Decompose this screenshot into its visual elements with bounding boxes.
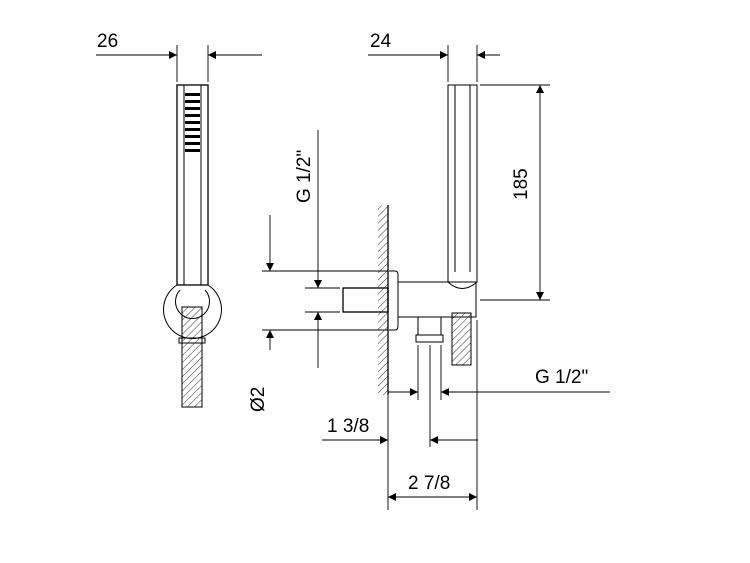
dim-label-185: 185 [511,168,532,200]
dim-label-1-3-8: 1 3/8 [327,416,369,437]
wall-section [378,205,389,395]
dim-label-diameter: Ø2 [248,387,269,412]
dimension-inlet-thread: G 1/2" [294,130,340,368]
dim-label-2-7-8: 2 7/8 [408,473,450,494]
dimension-outlet-offset: 1 3/8 [322,345,478,510]
hand-shower-front-view [163,84,222,408]
dim-label-outlet-thread: G 1/2" [535,367,588,388]
bracket-side-view [342,84,478,366]
dimension-diameter: Ø2 [248,215,388,412]
dimension-holder-height: 185 [480,84,550,301]
dimension-holder-width: 24 [368,31,500,82]
dim-label-inlet-thread: G 1/2" [294,150,315,203]
dim-label-26: 26 [97,31,118,52]
spray-nozzles [185,93,200,152]
dimension-total-depth: 2 7/8 [388,320,478,510]
dim-label-24: 24 [370,31,392,52]
dimension-outlet-thread: G 1/2" [388,345,610,400]
dimension-shower-width: 26 [96,31,262,82]
